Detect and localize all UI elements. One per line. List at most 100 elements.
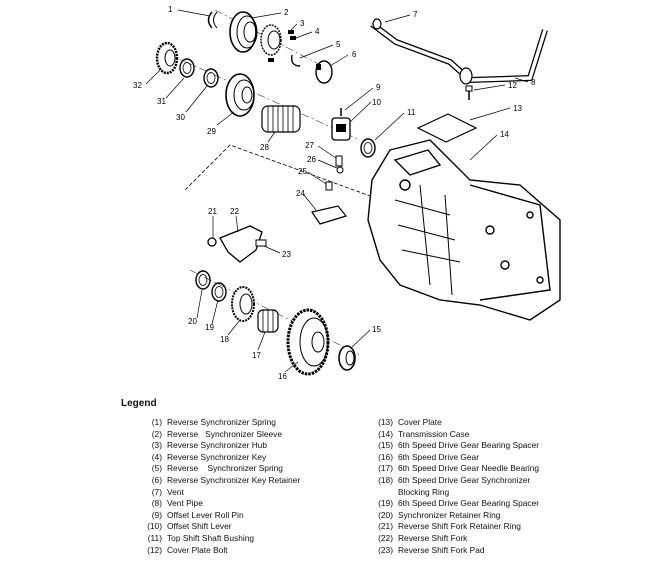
part-26 xyxy=(336,166,344,174)
legend-item-number: (12) xyxy=(147,544,162,555)
legend-item-number: (3) xyxy=(151,440,162,451)
part-27 xyxy=(335,155,343,167)
legend-item: (12) Cover Plate Bolt xyxy=(140,545,360,557)
legend-item-text: 6th Speed Drive Gear xyxy=(398,451,480,462)
reverse-synchronizer-spring-1 xyxy=(207,11,218,29)
legend-item-text: Offset Shift Lever xyxy=(167,521,232,532)
legend-item: (13)Cover Plate xyxy=(371,417,571,429)
legend-item-number: (6) xyxy=(151,474,162,485)
legend-item-text: 6th Speed Drive Gear Needle Bearing xyxy=(398,463,540,474)
callout-23: 23 xyxy=(282,250,291,259)
ring-30 xyxy=(203,68,219,88)
legend-item-number: (1) xyxy=(151,417,162,427)
legend-item: (7) Vent xyxy=(140,487,360,499)
legend-item-number: (17) xyxy=(378,463,393,474)
legend-item: (18)6th Speed Drive Gear Synchronizer Bl… xyxy=(371,475,571,498)
synchronizer-retainer-ring-20 xyxy=(195,270,211,290)
callout-19: 19 xyxy=(205,323,214,332)
callout-22: 22 xyxy=(230,207,239,216)
cover-plate-13 xyxy=(416,113,478,143)
legend-item-number: (4) xyxy=(151,451,162,462)
legend-item: (17) 6th Speed Drive Gear Needle Bearing xyxy=(371,463,571,475)
callout-31: 31 xyxy=(157,97,166,106)
callout-7: 7 xyxy=(413,10,418,19)
callout-15: 15 xyxy=(372,325,381,334)
legend-title: Legend xyxy=(121,398,157,409)
callout-13: 13 xyxy=(513,104,522,113)
legend-item-text: Reverse Synchronizer Spring xyxy=(167,417,276,427)
legend: Legend (1) Reverse Synchronizer Spring (2)… xyxy=(0,398,654,571)
legend-item: (14) Transmission Case xyxy=(371,429,571,441)
callout-11: 11 xyxy=(407,108,416,117)
legend-item-text: Reverse Synchronizer Sleeve xyxy=(167,428,282,439)
legend-column-right: (13)Cover Plate(14)Transmission Case(15)… xyxy=(371,417,571,556)
callout-32: 32 xyxy=(133,81,142,90)
bearing-spacer-15 xyxy=(338,345,356,371)
top-shift-shaft-bushing-11 xyxy=(360,138,376,158)
reverse-shift-fork-pad-23 xyxy=(255,239,267,247)
ring-31 xyxy=(179,58,195,78)
legend-item-number: (19) xyxy=(378,498,393,509)
callout-24: 24 xyxy=(296,189,305,198)
callout-17: 17 xyxy=(252,351,261,360)
reverse-synchronizer-key-4 xyxy=(288,30,294,34)
legend-item-number: (23) xyxy=(378,544,393,555)
legend-item: (19) 6th Speed Drive Gear Bearing Spacer xyxy=(371,498,571,510)
legend-item-number: (7) xyxy=(151,486,162,497)
part-25 xyxy=(325,181,333,191)
callout-3: 3 xyxy=(300,19,305,28)
legend-item: (4) Reverse Synchronizer Key xyxy=(140,452,360,464)
legend-item-number: (5) xyxy=(151,463,162,474)
callout-4: 4 xyxy=(315,27,320,36)
legend-item: (15) 6th Speed Drive Gear Bearing Spacer xyxy=(371,440,571,452)
legend-item-text: Cover Plate Bolt xyxy=(167,544,228,555)
legend-item: (9) Offset Lever Roll Pin xyxy=(140,510,360,522)
legend-item: (23)Reverse Shift Fork Pad xyxy=(371,545,571,557)
legend-item-number: (11) xyxy=(147,532,162,543)
needle-bearing-28 xyxy=(261,105,301,133)
legend-item: (1) Reverse Synchronizer Spring xyxy=(140,417,360,429)
legend-item-text: Offset Lever Roll Pin xyxy=(167,509,244,520)
legend-item-text: Reverse Synchronizer Key xyxy=(167,451,267,462)
legend-item: (21)Reverse Shift Fork Retainer Ring xyxy=(371,521,571,533)
reverse-synchronizer-hub-3 xyxy=(260,24,282,56)
callout-30: 30 xyxy=(176,113,185,122)
callout-8: 8 xyxy=(531,78,536,87)
reverse-shift-fork-retainer-ring-21 xyxy=(207,237,217,247)
legend-item-text: Vent xyxy=(167,486,184,497)
legend-item-text: 6th Speed Drive Gear Bearing Spacer xyxy=(398,440,540,451)
legend-item-text: Transmission Case xyxy=(398,428,470,439)
gear-29 xyxy=(225,73,255,117)
legend-item: (11) Top Shift Shaft Bushing xyxy=(140,533,360,545)
cover-plate-bolt-12 xyxy=(465,85,473,100)
legend-item-number: (15) xyxy=(378,440,393,451)
legend-item-number: (9) xyxy=(151,509,162,520)
legend-item-text: Reverse Shift Fork Retainer Ring xyxy=(398,521,521,532)
legend-item-number: (20) xyxy=(378,509,393,520)
callout-27: 27 xyxy=(305,141,314,150)
callout-10: 10 xyxy=(372,98,381,107)
bearing-spacer-19 xyxy=(211,282,227,302)
callout-2: 2 xyxy=(284,8,289,17)
legend-item-number: (22) xyxy=(378,532,393,543)
callout-16: 16 xyxy=(278,372,287,381)
vent-7 xyxy=(372,18,382,30)
legend-item: (10)Offset Shift Lever xyxy=(140,521,360,533)
legend-item-text: 6th Speed Drive Gear Bearing Spacer xyxy=(398,498,540,509)
sixth-speed-drive-gear-16 xyxy=(286,308,330,376)
part-24 xyxy=(311,205,348,225)
legend-item-text: Top Shift Shaft Bushing xyxy=(167,532,255,543)
legend-item-text: Reverse Synchronizer Key Retainer xyxy=(167,474,301,485)
transmission-case-14 xyxy=(367,139,561,321)
legend-item-number: (13) xyxy=(378,417,393,427)
callout-numbers: 1 2 3 4 5 6 7 8 9 10 11 12 13 14 15 16 1… xyxy=(133,5,536,381)
legend-item-text: Reverse Synchronizer Hub xyxy=(167,440,268,451)
legend-item: (20)Synchronizer Retainer Ring xyxy=(371,510,571,522)
reverse-synchronizer-key-retainer-6 xyxy=(315,60,333,84)
legend-item: (2)Reverse Synchronizer Sleeve xyxy=(140,429,360,441)
callout-5: 5 xyxy=(336,40,341,49)
legend-item-number: (14) xyxy=(378,428,393,439)
callout-29: 29 xyxy=(207,127,216,136)
callout-21: 21 xyxy=(208,207,217,216)
legend-item-number: (18) xyxy=(378,474,393,485)
